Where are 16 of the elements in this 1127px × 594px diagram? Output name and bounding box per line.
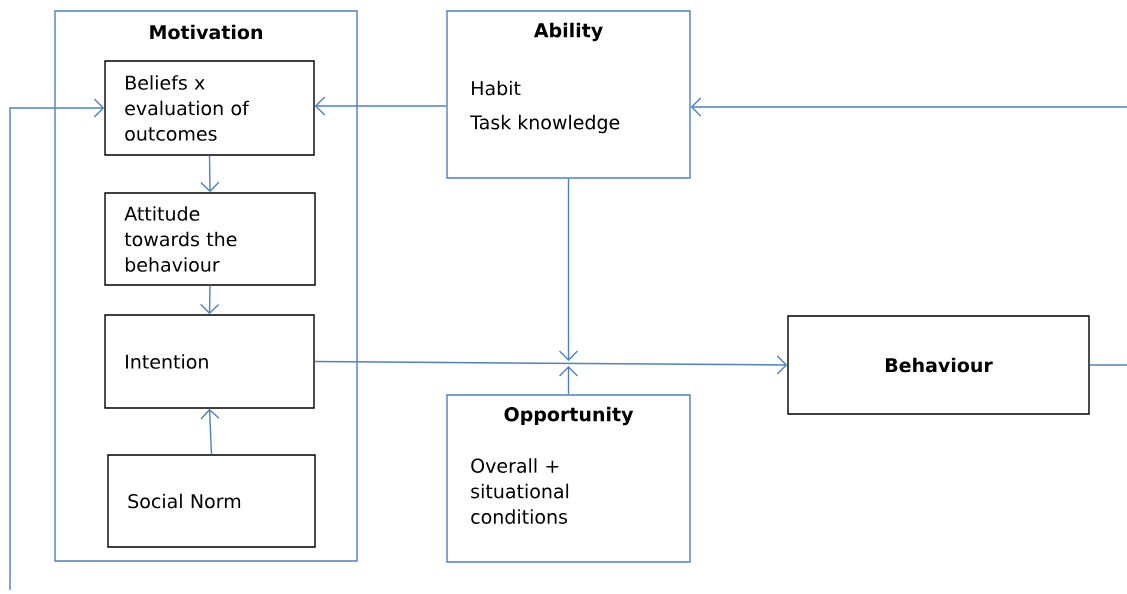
arrow [558,366,579,395]
arrow [200,155,220,193]
box: Beliefs x evaluation of outcomes [104,60,315,156]
arrow [558,178,579,361]
arrow [9,98,105,591]
arrow [314,96,447,116]
arrow [200,408,220,455]
arrow [314,355,788,375]
box: Social Norm [107,454,316,548]
arrow [690,97,1127,117]
arrow [200,285,220,315]
box: Behaviour [787,315,1090,415]
box: Attitude towards the behaviour [104,192,316,286]
box: Ability Habit Task knowledge [446,10,691,179]
box: Intention [104,314,315,409]
box: Opportunity Overall + situational conditions [446,394,691,563]
